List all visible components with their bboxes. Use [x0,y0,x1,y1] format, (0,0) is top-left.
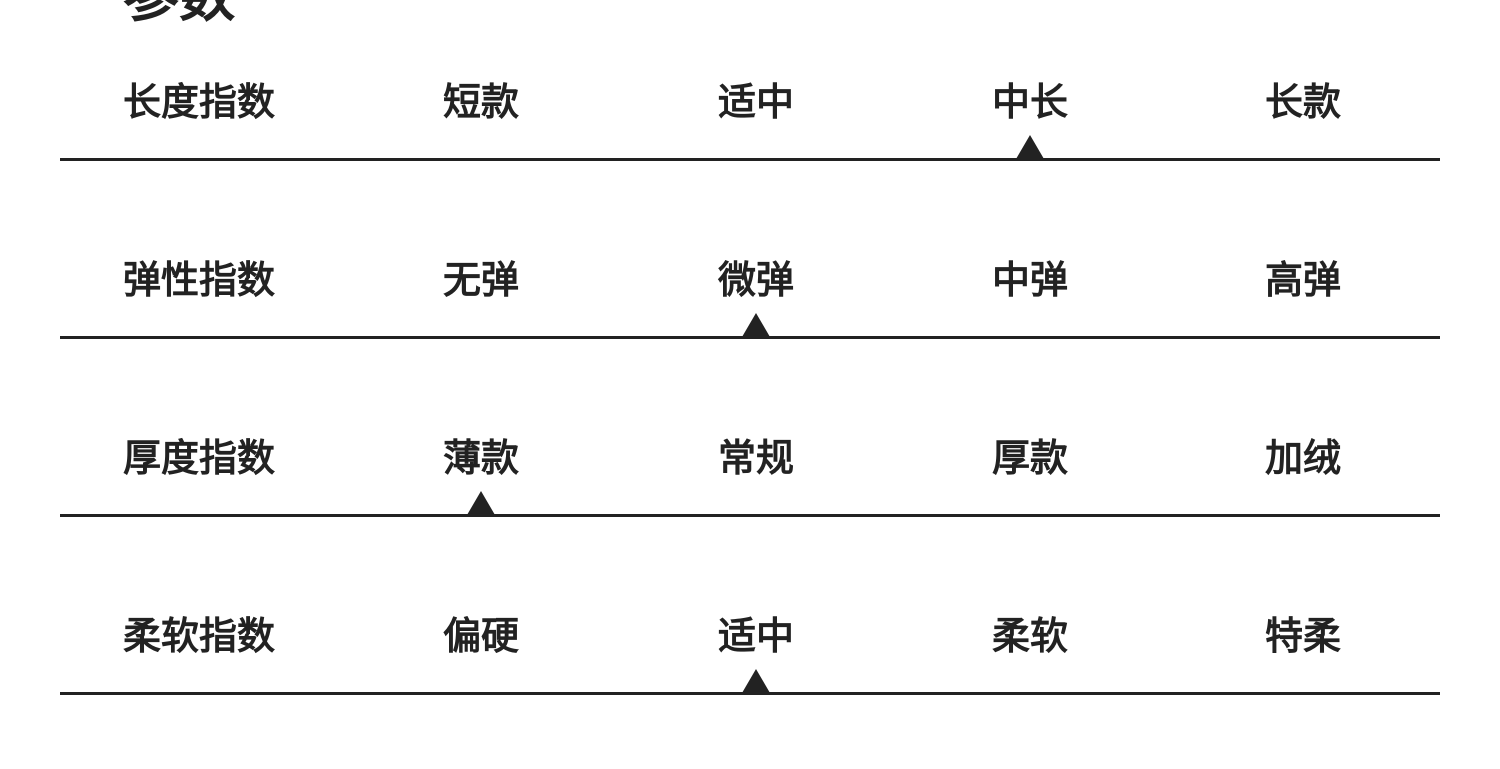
param-track[interactable] [60,514,1440,517]
param-track[interactable] [60,158,1440,161]
triangle-up-icon [467,491,495,515]
param-option[interactable]: 长款 [1264,80,1342,124]
param-option[interactable]: 薄款 [442,436,520,480]
param-option[interactable]: 短款 [442,80,520,124]
param-option[interactable]: 偏硬 [442,614,520,658]
param-option[interactable]: 加绒 [1264,436,1342,480]
param-row-elasticity: 弹性指数 无弹 微弹 中弹 高弹 [60,257,1440,357]
param-label: 厚度指数 [123,436,276,480]
param-track[interactable] [60,692,1440,695]
param-row-thickness: 厚度指数 薄款 常规 厚款 加绒 [60,435,1440,535]
param-row-length: 长度指数 短款 适中 中长 长款 [60,79,1440,179]
param-label: 长度指数 [123,80,276,124]
param-option[interactable]: 常规 [717,436,795,480]
param-option[interactable]: 微弹 [717,258,795,302]
triangle-up-icon [1016,135,1044,159]
param-option[interactable]: 中弹 [991,258,1069,302]
param-label: 弹性指数 [123,258,276,302]
param-option[interactable]: 适中 [717,614,795,658]
param-option[interactable]: 厚款 [991,436,1069,480]
param-option[interactable]: 中长 [991,80,1069,124]
param-option[interactable]: 无弹 [442,258,520,302]
param-label: 柔软指数 [123,614,276,658]
triangle-up-icon [742,669,770,693]
param-option[interactable]: 适中 [717,80,795,124]
param-option[interactable]: 高弹 [1264,258,1342,302]
section-title: 参数 [123,0,235,30]
param-track[interactable] [60,336,1440,339]
param-row-softness: 柔软指数 偏硬 适中 柔软 特柔 [60,613,1440,713]
param-option[interactable]: 特柔 [1264,614,1342,658]
triangle-up-icon [742,313,770,337]
param-option[interactable]: 柔软 [991,614,1069,658]
